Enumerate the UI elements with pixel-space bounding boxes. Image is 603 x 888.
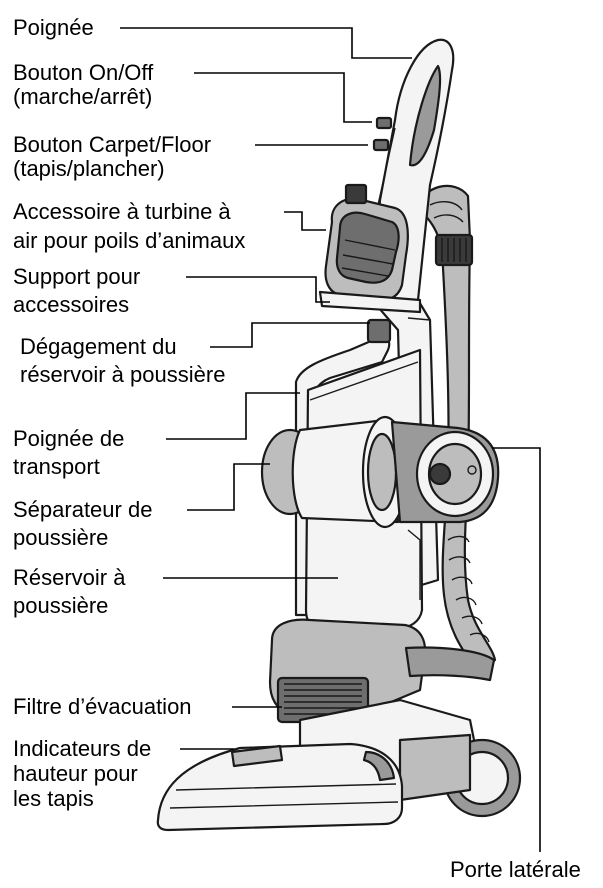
label-side-door: Porte latérale bbox=[450, 856, 581, 884]
label-support-line2: accessoires bbox=[13, 291, 129, 319]
label-carry-line1: Poignée de bbox=[13, 425, 124, 453]
label-separator-line2: poussière bbox=[13, 524, 108, 552]
separator bbox=[262, 417, 407, 527]
label-bin-line1: Réservoir à bbox=[13, 564, 125, 592]
label-height-line2: hauteur pour bbox=[13, 760, 138, 788]
floor-nozzle bbox=[158, 744, 402, 830]
side-door-assembly bbox=[392, 422, 498, 522]
label-support-line1: Support pour bbox=[13, 263, 140, 291]
label-bin-line2: poussière bbox=[13, 592, 108, 620]
label-release-line1: Dégagement du bbox=[20, 333, 177, 361]
rear-wheel bbox=[400, 735, 520, 816]
label-carpet-line2: (tapis/plancher) bbox=[13, 155, 165, 183]
label-turbine-line2: air pour poils d’animaux bbox=[13, 227, 245, 255]
leader-support bbox=[186, 277, 330, 302]
onoff-button-shape bbox=[377, 118, 391, 128]
label-carry-line2: transport bbox=[13, 453, 100, 481]
vacuum-illustration bbox=[158, 40, 520, 830]
label-height-line1: Indicateurs de bbox=[13, 735, 151, 763]
carpet-button-shape bbox=[374, 140, 388, 150]
leader-release bbox=[210, 323, 370, 347]
label-release-line2: réservoir à poussière bbox=[20, 361, 225, 389]
label-height-line3: les tapis bbox=[13, 785, 94, 813]
leader-turbine bbox=[284, 212, 326, 230]
label-handle: Poignée bbox=[13, 14, 94, 42]
leader-separator bbox=[187, 464, 270, 510]
leader-handle bbox=[120, 28, 412, 58]
label-filter: Filtre d’évacuation bbox=[13, 693, 192, 721]
label-turbine-line1: Accessoire à turbine à bbox=[13, 198, 231, 226]
leader-onoff bbox=[194, 73, 372, 122]
label-separator-line1: Séparateur de bbox=[13, 496, 152, 524]
label-onoff-line2: (marche/arrêt) bbox=[13, 83, 152, 111]
